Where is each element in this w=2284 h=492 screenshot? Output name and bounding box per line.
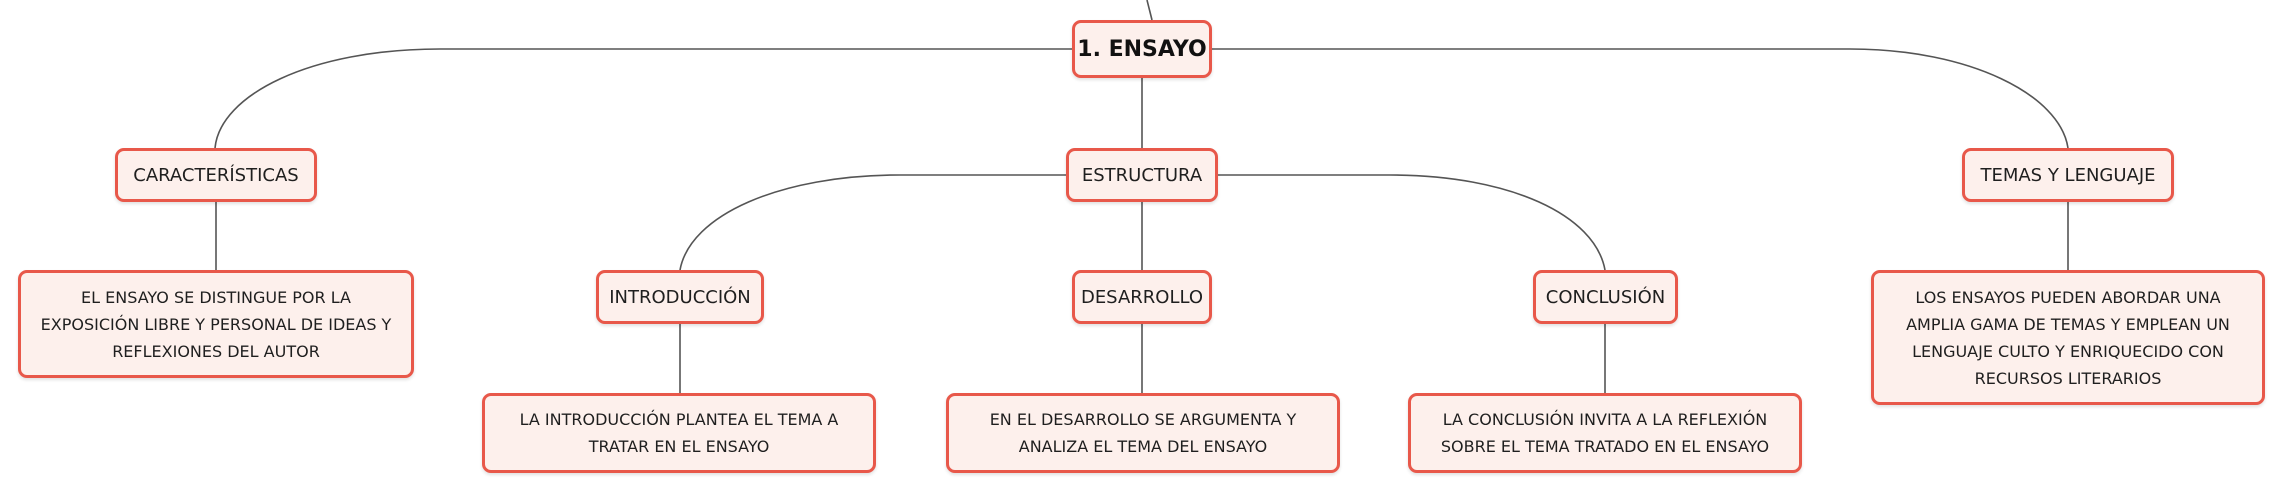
connector-estructura-to-introduccion [679, 174, 1066, 271]
node-temas-y-lenguaje[interactable]: TEMAS Y LENGUAJE [1962, 148, 2174, 202]
connector-root-to-parent [1146, 0, 1153, 21]
leaf-desarrollo[interactable]: EN EL DESARROLLO SE ARGUMENTA Y ANALIZA … [946, 393, 1340, 473]
connector-root-to-caracteristicas [214, 48, 1072, 149]
node-estructura[interactable]: ESTRUCTURA [1066, 148, 1218, 202]
leaf-temas-y-lenguaje[interactable]: LOS ENSAYOS PUEDEN ABORDAR UNA AMPLIA GA… [1871, 270, 2265, 405]
leaf-conclusion[interactable]: LA CONCLUSIÓN INVITA A LA REFLEXIÓN SOBR… [1408, 393, 1802, 473]
root-node[interactable]: 1. ENSAYO [1072, 20, 1212, 78]
leaf-introduccion[interactable]: LA INTRODUCCIÓN PLANTEA EL TEMA A TRATAR… [482, 393, 876, 473]
node-introduccion[interactable]: INTRODUCCIÓN [596, 270, 764, 324]
node-desarrollo[interactable]: DESARROLLO [1072, 270, 1212, 324]
leaf-caracteristicas[interactable]: EL ENSAYO SE DISTINGUE POR LA EXPOSICIÓN… [18, 270, 414, 378]
connector-root-to-temas [1212, 48, 2069, 149]
node-conclusion[interactable]: CONCLUSIÓN [1533, 270, 1678, 324]
node-caracteristicas[interactable]: CARACTERÍSTICAS [115, 148, 317, 202]
connector-estructura-to-conclusion [1218, 174, 1606, 271]
